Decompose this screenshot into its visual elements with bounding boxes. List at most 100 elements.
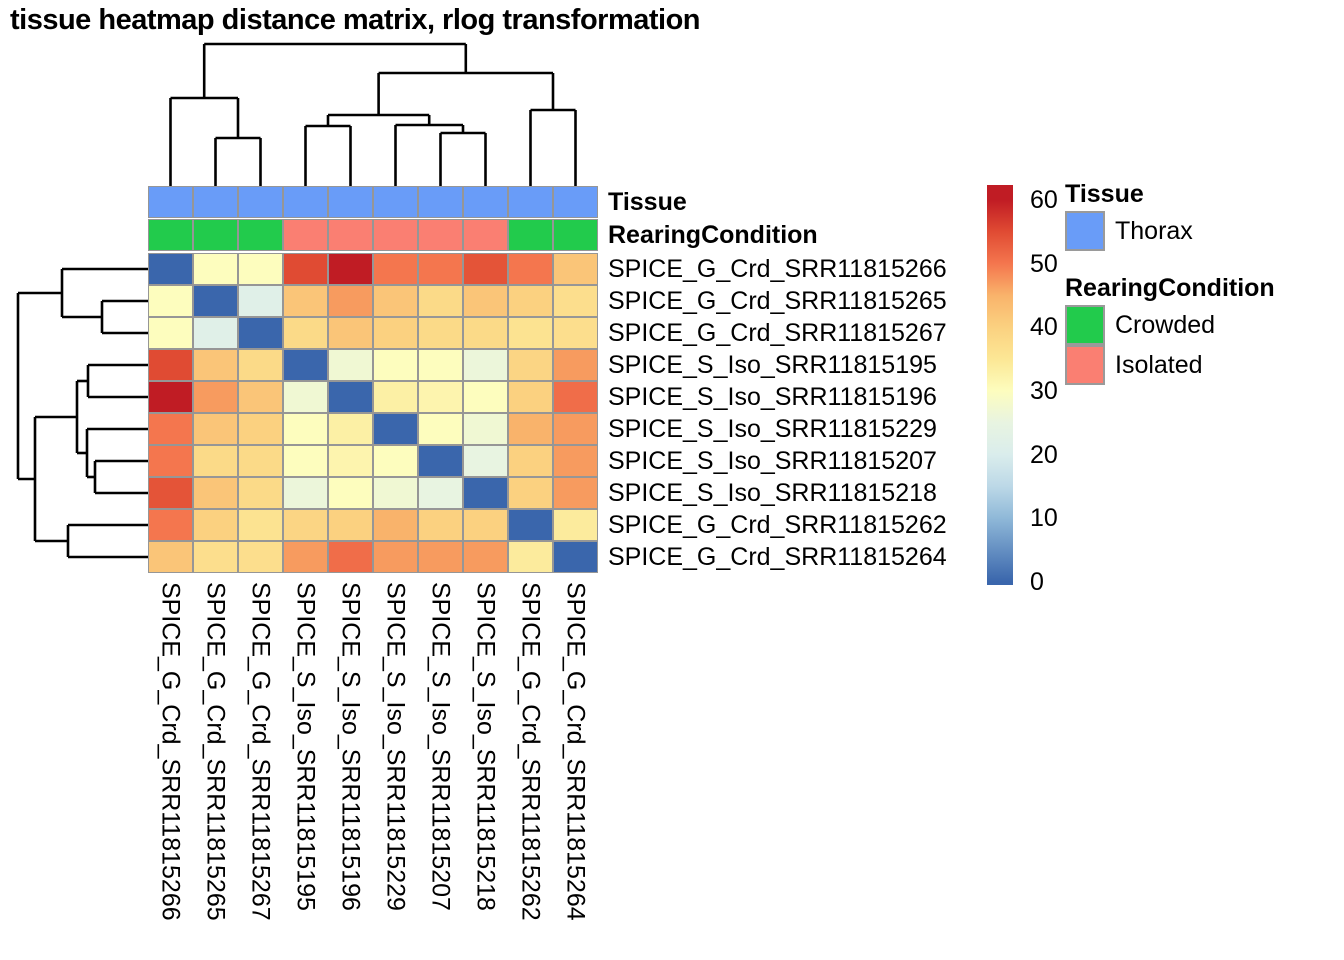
rearing-annotation-cell — [553, 219, 598, 251]
heatmap-cell — [553, 349, 598, 381]
heatmap-cell — [508, 285, 553, 317]
colorbar-tick-label: 40 — [1030, 313, 1058, 342]
heatmap-cell — [553, 445, 598, 477]
legend-rearing-item-label: Isolated — [1115, 350, 1203, 379]
tissue-annotation-bar — [148, 186, 598, 218]
heatmap-cell — [553, 541, 598, 573]
heatmap-cell — [373, 317, 418, 349]
legend-rearing-item-swatch — [1065, 305, 1105, 345]
heatmap-cell — [418, 477, 463, 509]
tissue-annotation-cell — [418, 186, 463, 218]
heatmap-cell — [283, 509, 328, 541]
heatmap-cell — [418, 285, 463, 317]
heatmap-cell — [373, 477, 418, 509]
colorbar-tick-label: 0 — [1030, 568, 1044, 596]
heatmap-cell — [553, 381, 598, 413]
heatmap-cell — [463, 509, 508, 541]
heatmap-cell — [553, 477, 598, 509]
legend-rearing-item-label: Crowded — [1115, 310, 1216, 339]
heatmap-cell — [193, 317, 238, 349]
heatmap-cell — [508, 317, 553, 349]
heatmap-cell — [553, 253, 598, 285]
tissue-annotation-cell — [463, 186, 508, 218]
column-label: SPICE_S_Iso_SRR11815196 — [336, 582, 365, 911]
heatmap-cell — [418, 349, 463, 381]
heatmap-cell — [283, 445, 328, 477]
heatmap-cell — [553, 285, 598, 317]
heatmap-cell — [508, 381, 553, 413]
heatmap-cell — [238, 285, 283, 317]
heatmap-cell — [328, 285, 373, 317]
heatmap-cell — [463, 445, 508, 477]
tissue-annotation-cell — [553, 186, 598, 218]
heatmap-cell — [283, 477, 328, 509]
legend-rearing-item-swatch — [1065, 345, 1105, 385]
row-label: SPICE_S_Iso_SRR11815229 — [608, 415, 937, 443]
heatmap-cell — [328, 317, 373, 349]
tissue-annotation-cell — [148, 186, 193, 218]
heatmap-cell — [553, 509, 598, 541]
heatmap-cell — [373, 509, 418, 541]
legend-rearing-item: Isolated — [1065, 345, 1335, 385]
heatmap-cell — [373, 285, 418, 317]
row-label: SPICE_G_Crd_SRR11815267 — [608, 319, 947, 347]
heatmap-cell — [328, 541, 373, 573]
heatmap-cell — [283, 381, 328, 413]
rearing-annotation-label: RearingCondition — [608, 221, 818, 249]
row-label: SPICE_S_Iso_SRR11815195 — [608, 351, 937, 379]
heatmap-cell — [463, 317, 508, 349]
tissue-annotation-cell — [193, 186, 238, 218]
tissue-annotation-cell — [373, 186, 418, 218]
heatmap-cell — [328, 413, 373, 445]
heatmap-cell — [193, 477, 238, 509]
column-label: SPICE_G_Crd_SRR11815266 — [156, 582, 185, 921]
heatmap-cell — [508, 445, 553, 477]
heatmap-cell — [463, 477, 508, 509]
heatmap-cell — [193, 253, 238, 285]
colorbar-tick-label: 60 — [1030, 186, 1058, 214]
heatmap-cell — [328, 381, 373, 413]
row-label: SPICE_G_Crd_SRR11815264 — [608, 543, 947, 571]
heatmap-cell — [148, 317, 193, 349]
legend-tissue-items: Thorax — [1065, 211, 1335, 251]
heatmap-cell — [373, 381, 418, 413]
heatmap-cell — [148, 477, 193, 509]
heatmap-cell — [553, 317, 598, 349]
heatmap-cell — [508, 541, 553, 573]
heatmap-cell — [373, 253, 418, 285]
legend-tissue-item: Thorax — [1065, 211, 1335, 251]
heatmap-cell — [283, 541, 328, 573]
heatmap-cell — [148, 413, 193, 445]
colorbar-gradient — [987, 185, 1013, 585]
heatmap-cell — [418, 253, 463, 285]
row-label: SPICE_G_Crd_SRR11815265 — [608, 287, 947, 315]
colorbar-tick-label: 10 — [1030, 504, 1058, 533]
heatmap-cell — [373, 445, 418, 477]
colorbar-tick-label: 20 — [1030, 440, 1058, 469]
row-label: SPICE_G_Crd_SRR11815262 — [608, 511, 947, 539]
rearing-annotation-cell — [238, 219, 283, 251]
heatmap-cell — [238, 381, 283, 413]
heatmap-cell — [238, 317, 283, 349]
rearing-annotation-cell — [418, 219, 463, 251]
heatmap-cell — [193, 445, 238, 477]
heatmap-cell — [463, 541, 508, 573]
legend-tissue-header: Tissue — [1065, 180, 1144, 208]
column-dendrogram — [169, 42, 577, 186]
rearing-annotation-cell — [283, 219, 328, 251]
heatmap-cell — [418, 541, 463, 573]
heatmap-cell — [418, 509, 463, 541]
colorbar-tick-label: 50 — [1030, 249, 1058, 278]
heatmap-cell — [238, 349, 283, 381]
heatmap-cell — [238, 445, 283, 477]
heatmap-cell — [328, 253, 373, 285]
heatmap-cell — [508, 509, 553, 541]
legend-tissue-item-label: Thorax — [1115, 216, 1193, 245]
heatmap-cell — [148, 509, 193, 541]
tissue-annotation-cell — [328, 186, 373, 218]
heatmap-cell — [148, 541, 193, 573]
rearing-annotation-cell — [148, 219, 193, 251]
heatmap-cell — [328, 477, 373, 509]
heatmap-cell — [238, 509, 283, 541]
